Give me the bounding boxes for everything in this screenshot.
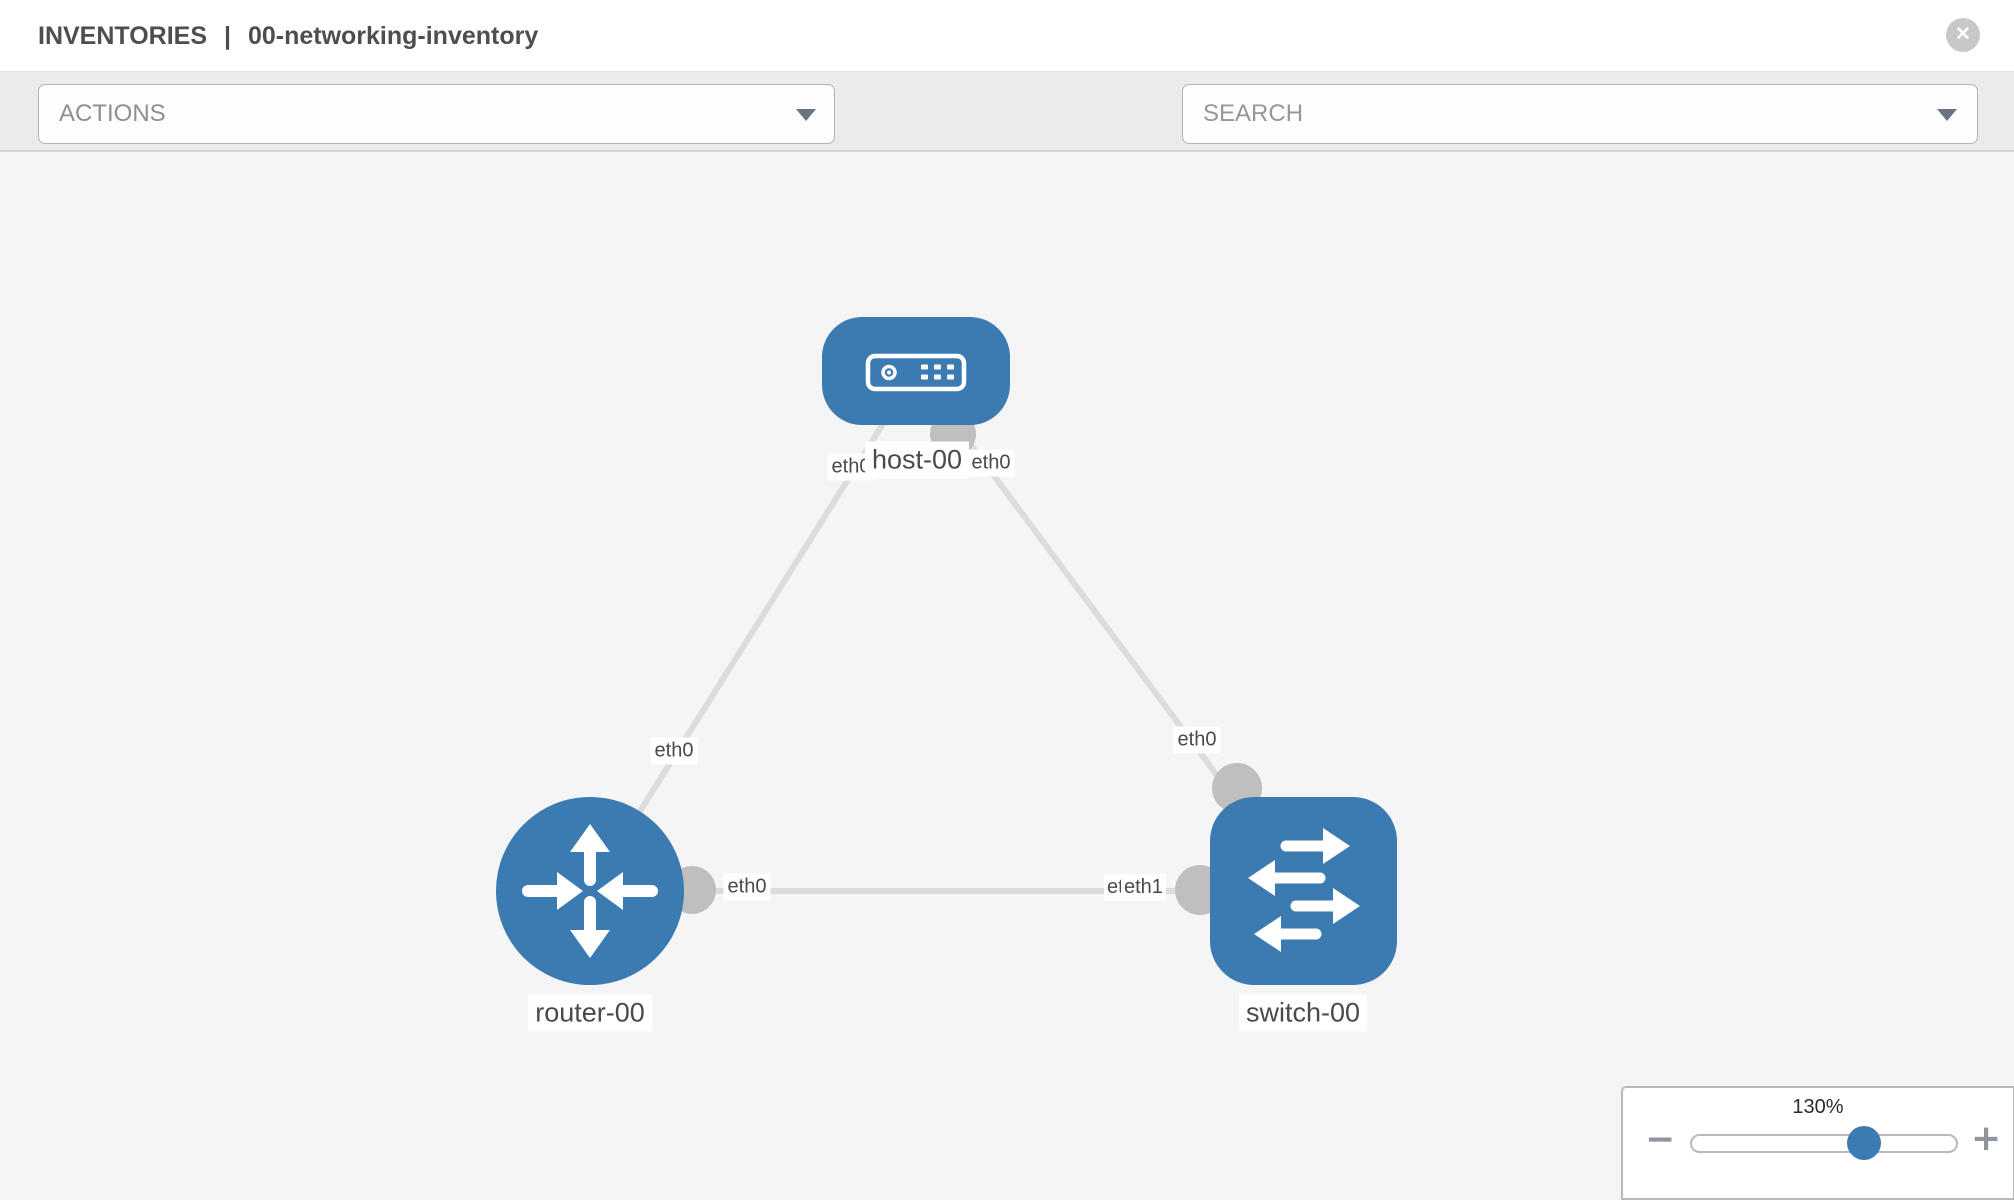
interface-label: eth0 (723, 873, 771, 901)
toolbar: ACTIONS (0, 72, 2014, 208)
chevron-down-icon (796, 109, 816, 121)
interface-label: eth0 (967, 449, 1015, 477)
title-separator: | (223, 22, 231, 50)
search-input[interactable] (1183, 85, 1977, 143)
node-switch[interactable] (1210, 797, 1397, 985)
topology-graph (496, 317, 1397, 985)
inventory-name: 00-networking-inventory (247, 22, 539, 50)
breadcrumb-inventories[interactable]: INVENTORIES (38, 22, 208, 50)
zoom-in-button[interactable]: + (1971, 1118, 2002, 1159)
actions-dropdown[interactable]: ACTIONS (38, 84, 835, 144)
node-label-router: router-00 (528, 994, 652, 1032)
zoom-out-button[interactable]: − (1645, 1119, 1676, 1160)
zoom-slider-thumb[interactable] (1847, 1126, 1881, 1160)
interface-label: eth0 (650, 737, 698, 765)
zoom-slider-track[interactable] (1690, 1126, 1958, 1160)
search-dropdown (1182, 84, 1978, 144)
node-host[interactable] (822, 317, 1010, 425)
page-title: INVENTORIES | 00-networking-inventory (38, 0, 538, 72)
router-icon (522, 824, 658, 958)
interface-label: eth1 (1121, 874, 1166, 901)
zoom-percent-label: 130% (1792, 1096, 1844, 1118)
close-button[interactable]: ✕ (1946, 18, 1980, 52)
host-device-icon (865, 353, 967, 392)
zoom-control-panel: 130% − + (1621, 1086, 2014, 1200)
header: INVENTORIES | 00-networking-inventory ✕ (0, 0, 2014, 72)
topology-canvas[interactable]: eth0 eth0 eth0 eth0 eth0 eth0 eth1 host-… (0, 152, 2014, 1200)
search-chevron-down-icon[interactable] (1937, 109, 1957, 121)
interface-label: eth0 (1173, 726, 1221, 754)
switch-icon (1248, 828, 1360, 952)
node-label-host: host-00 (864, 441, 970, 479)
close-icon: ✕ (1955, 24, 1971, 45)
node-router[interactable] (496, 797, 684, 985)
node-label-switch: switch-00 (1238, 994, 1368, 1032)
actions-dropdown-label: ACTIONS (59, 100, 166, 127)
